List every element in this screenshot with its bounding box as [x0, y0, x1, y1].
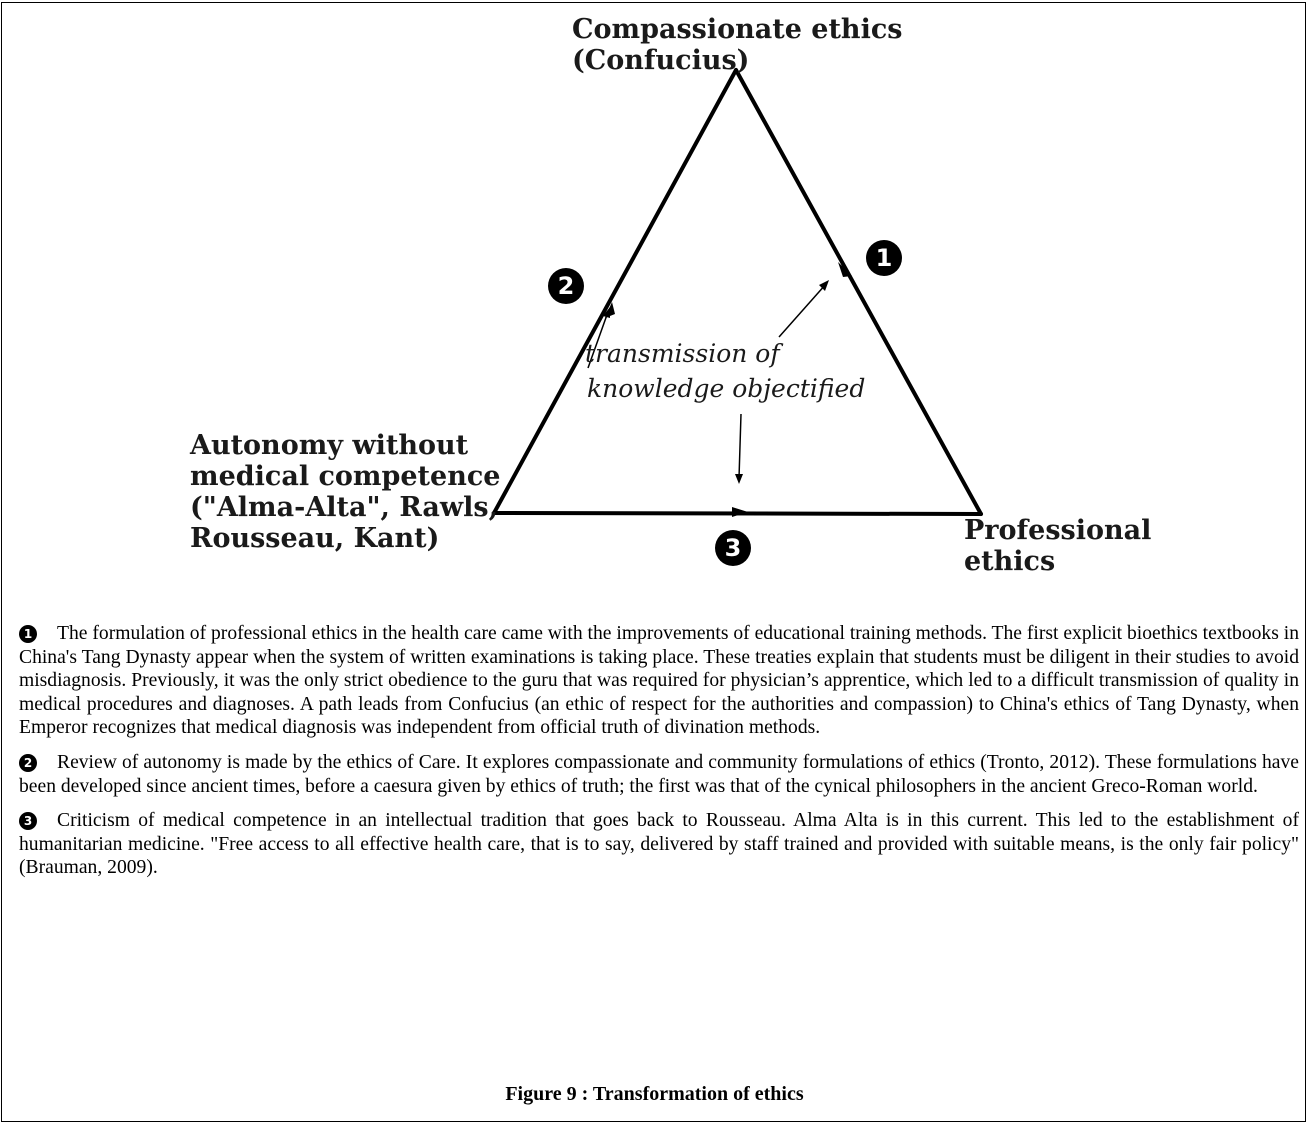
- note-2-text: Review of autonomy is made by the ethics…: [19, 751, 1299, 797]
- vertex-right-line-2: ethics: [964, 546, 1056, 577]
- note-1-text: The formulation of professional ethics i…: [19, 623, 1299, 739]
- vertex-left-line-1: Autonomy without: [190, 430, 469, 461]
- note-1-number: 1: [19, 625, 37, 643]
- center-line-2: knowledge objectified: [587, 374, 866, 403]
- vertex-right-line-1: Professional: [964, 515, 1152, 546]
- vertex-left-line-4: Rousseau, Kant): [190, 523, 440, 554]
- edge-bottom-arrow: [732, 507, 748, 517]
- edge-right-arrow: [838, 262, 852, 277]
- arrow-to-edge-left-line: [587, 311, 609, 369]
- note-3-number: 3: [19, 812, 37, 831]
- vertex-label-professional-ethics: Professional ethics: [964, 515, 1151, 577]
- note-2-number: 2: [19, 753, 37, 772]
- vertex-top-line-1: Compassionate ethics: [572, 14, 903, 45]
- edge-right: [734, 68, 983, 516]
- arrow-to-edge-left-head: [603, 307, 610, 318]
- badge-2: 2: [548, 268, 584, 304]
- triangle-svg: [492, 68, 983, 517]
- badge-3: 3: [715, 530, 751, 566]
- ethics-triangle-diagram: Compassionate ethics (Confucius) Autonom…: [190, 14, 1151, 577]
- note-3-text: Criticism of medical competence in an in…: [19, 810, 1299, 879]
- arrow-to-edge-right-line: [778, 283, 827, 338]
- arrow-to-edge-right-head: [819, 280, 829, 291]
- vertex-top-line-2: (Confucius): [572, 45, 750, 76]
- vertex-left-line-3: ("Alma-Alta", Rawls,: [190, 492, 499, 523]
- figure-caption: Figure 9 : Transformation of ethics: [505, 1083, 804, 1105]
- center-annotation: transmission of knowledge objectified: [585, 336, 865, 406]
- vertex-label-compassionate-ethics: Compassionate ethics (Confucius): [572, 14, 902, 76]
- badge-1: 1: [866, 240, 902, 276]
- center-line-1: transmission of: [585, 339, 780, 368]
- edge-left: [492, 68, 738, 515]
- arrow-to-edge-bottom-line: [738, 413, 742, 479]
- vertex-left-line-2: medical competence: [190, 461, 501, 492]
- arrow-to-edge-bottom-head: [735, 474, 743, 484]
- vertex-label-autonomy: Autonomy without medical competence ("Al…: [190, 430, 500, 554]
